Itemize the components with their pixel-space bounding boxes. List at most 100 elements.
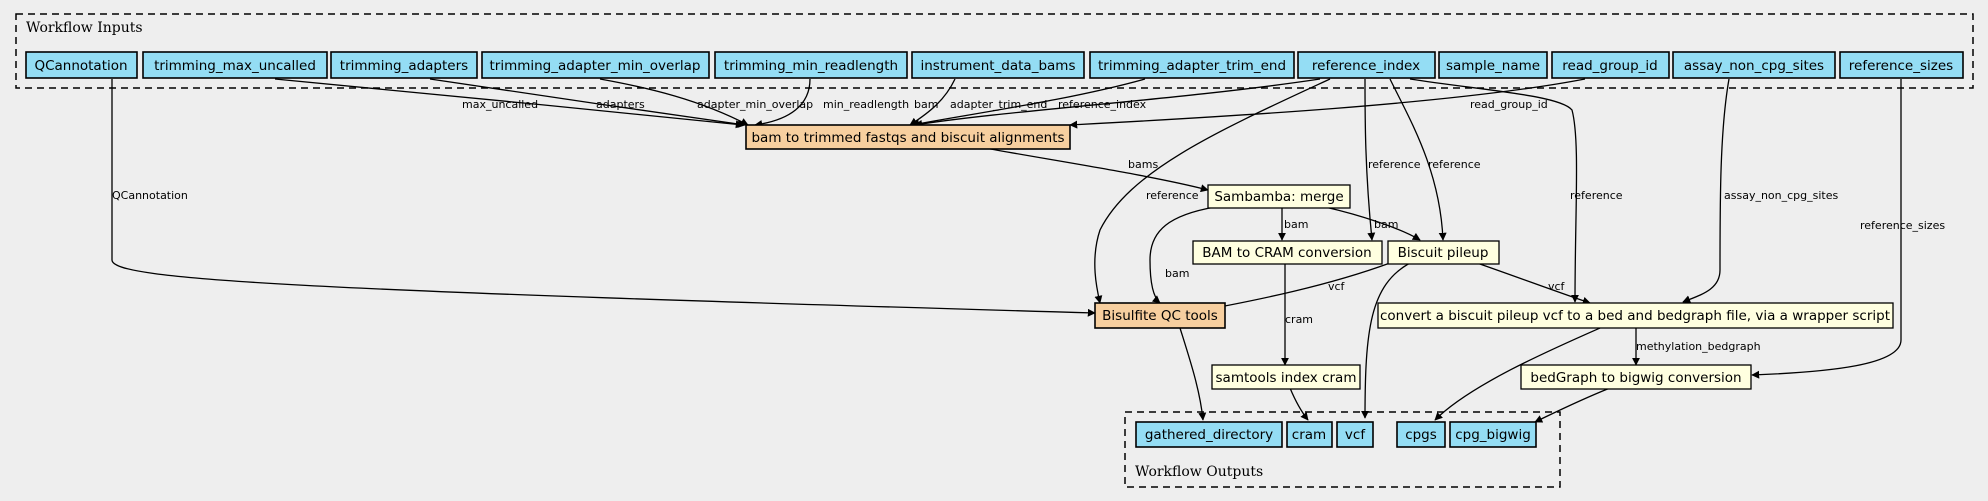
- edge-adapter-min-overlap: [599, 78, 749, 126]
- input-trimming-min-readlength[interactable]: trimming_min_readlength: [714, 51, 908, 79]
- edge-reference-to-pileup: [1389, 78, 1447, 241]
- input-trimming-adapters-label: trimming_adapters: [340, 58, 468, 74]
- step-convert-pileup-to-bed[interactable]: convert a biscuit pileup vcf to a bed an…: [1377, 302, 1894, 329]
- edge-samtools-to-cram-output: [1289, 387, 1309, 421]
- step-bedgraph-to-bigwig[interactable]: bedGraph to bigwig conversion: [1520, 364, 1752, 390]
- output-vcf[interactable]: vcf: [1336, 421, 1374, 448]
- input-read-group-id[interactable]: read_group_id: [1551, 51, 1670, 79]
- step-sambamba-merge-label: Sambamba: merge: [1214, 189, 1343, 205]
- input-trimming-adapters[interactable]: trimming_adapters: [330, 51, 478, 79]
- edge-adapter-trim-end: [911, 78, 1146, 128]
- output-cpgs-label: cpgs: [1405, 427, 1437, 443]
- input-reference-sizes-label: reference_sizes: [1849, 58, 1953, 74]
- step-bam-to-trimmed-fastqs[interactable]: bam to trimmed fastqs and biscuit alignm…: [745, 124, 1071, 150]
- label-adapter-trim-end: adapter_trim_end: [950, 98, 1047, 111]
- edge-bams: [984, 147, 1209, 193]
- step-bisulfite-qc-tools[interactable]: Bisulfite QC tools: [1094, 302, 1226, 329]
- input-sample-name[interactable]: sample_name: [1438, 51, 1548, 79]
- step-samtools-index-cram[interactable]: samtools index cram: [1211, 364, 1361, 390]
- input-trimming-adapter-trim-end[interactable]: trimming_adapter_trim_end: [1089, 51, 1295, 79]
- edge-qc-to-gathered-directory: [1179, 327, 1207, 421]
- label-assay-non-cpg-sites: assay_non_cpg_sites: [1724, 189, 1839, 202]
- input-instrument-data-bams[interactable]: instrument_data_bams: [911, 51, 1085, 79]
- input-sample-name-label: sample_name: [1446, 58, 1540, 74]
- label-reference-cram: reference: [1368, 158, 1421, 171]
- edge-reference-to-convert: [1409, 78, 1580, 303]
- workflow-outputs-title: Workflow Outputs: [1135, 464, 1263, 480]
- label-reference-pileup: reference: [1428, 158, 1481, 171]
- label-bam-input: bam: [914, 98, 938, 111]
- label-adapters: adapters: [596, 98, 645, 111]
- label-bams: bams: [1128, 158, 1158, 171]
- edge-reference-to-qc: [1094, 78, 1331, 304]
- input-qcannotation[interactable]: QCannotation: [25, 51, 138, 79]
- step-biscuit-pileup[interactable]: Biscuit pileup: [1387, 240, 1500, 265]
- edge-reference-to-cram: [1364, 78, 1376, 241]
- input-trimming-max-uncalled-label: trimming_max_uncalled: [154, 58, 316, 74]
- label-reference-convert: reference: [1570, 189, 1623, 202]
- label-bam-cram: bam: [1284, 218, 1308, 231]
- step-convert-pileup-to-bed-label: convert a biscuit pileup vcf to a bed an…: [1380, 308, 1890, 324]
- input-trimming-adapter-min-overlap[interactable]: trimming_adapter_min_overlap: [481, 51, 710, 79]
- input-reference-index[interactable]: reference_index: [1297, 51, 1436, 79]
- edge-read-group-id: [1069, 78, 1586, 129]
- output-cpg-bigwig[interactable]: cpg_bigwig: [1449, 421, 1537, 448]
- workflow-outputs-cluster: Workflow Outputs: [1124, 411, 1561, 488]
- label-reference-sizes: reference_sizes: [1860, 219, 1945, 232]
- label-max-uncalled: max_uncalled: [462, 98, 538, 111]
- edge-qcannotation: [111, 79, 1096, 317]
- output-cpg-bigwig-label: cpg_bigwig: [1455, 427, 1531, 443]
- input-trimming-min-readlength-label: trimming_min_readlength: [724, 58, 898, 74]
- label-read-group-id: read_group_id: [1470, 98, 1548, 111]
- step-bedgraph-to-bigwig-label: bedGraph to bigwig conversion: [1530, 370, 1741, 386]
- workflow-inputs-cluster: Workflow Inputs: [15, 13, 1974, 89]
- output-cram-label: cram: [1292, 427, 1326, 443]
- label-qcannotation: QCannotation: [112, 189, 188, 202]
- output-cram[interactable]: cram: [1286, 421, 1333, 448]
- label-bam-pileup: bam: [1374, 218, 1398, 231]
- label-min-readlength: min_readlength: [823, 98, 909, 111]
- edge-min-readlength: [754, 78, 811, 128]
- label-adapter-min-overlap: adapter_min_overlap: [697, 98, 813, 111]
- label-reference-qc: reference: [1146, 189, 1199, 202]
- input-trimming-adapter-trim-end-label: trimming_adapter_trim_end: [1098, 58, 1286, 74]
- input-assay-non-cpg-sites[interactable]: assay_non_cpg_sites: [1672, 51, 1836, 79]
- step-bam-to-trimmed-fastqs-label: bam to trimmed fastqs and biscuit alignm…: [751, 130, 1064, 146]
- edge-bam-to-qc: [1149, 206, 1216, 304]
- edge-max-uncalled: [274, 78, 744, 129]
- output-cpgs[interactable]: cpgs: [1396, 421, 1446, 448]
- step-sambamba-merge[interactable]: Sambamba: merge: [1207, 184, 1351, 209]
- input-read-group-id-label: read_group_id: [1562, 58, 1657, 74]
- step-bam-to-cram-label: BAM to CRAM conversion: [1202, 245, 1371, 261]
- step-bam-to-cram[interactable]: BAM to CRAM conversion: [1192, 240, 1383, 265]
- edges: [111, 78, 1902, 423]
- edge-vcf-to-convert: [1476, 262, 1591, 305]
- edge-assay-non-cpg-sites: [1682, 78, 1730, 303]
- label-cram: cram: [1285, 313, 1313, 326]
- label-vcf-convert: vcf: [1548, 280, 1566, 293]
- input-reference-sizes[interactable]: reference_sizes: [1839, 51, 1964, 79]
- input-instrument-data-bams-label: instrument_data_bams: [921, 58, 1076, 74]
- label-bam-qc: bam: [1165, 267, 1189, 280]
- edge-bigwig-to-output: [1534, 387, 1611, 423]
- edge-bam-to-pileup: [1324, 206, 1421, 241]
- workflow-inputs-title: Workflow Inputs: [26, 20, 143, 36]
- edge-adapters: [429, 78, 746, 128]
- label-vcf-qc: vcf: [1328, 280, 1346, 293]
- edge-reference-index-to-trim: [914, 78, 1321, 128]
- input-trimming-max-uncalled[interactable]: trimming_max_uncalled: [142, 51, 328, 79]
- output-vcf-label: vcf: [1345, 427, 1366, 443]
- edge-vcf-to-output: [1361, 262, 1411, 419]
- step-biscuit-pileup-label: Biscuit pileup: [1398, 245, 1489, 261]
- input-trimming-adapter-min-overlap-label: trimming_adapter_min_overlap: [489, 58, 700, 74]
- edge-reference-sizes: [1751, 79, 1902, 379]
- edge-convert-to-cpgs: [1434, 327, 1601, 421]
- label-methylation-bedgraph: methylation_bedgraph: [1636, 340, 1761, 353]
- output-gathered-directory[interactable]: gathered_directory: [1135, 421, 1283, 448]
- input-assay-non-cpg-sites-label: assay_non_cpg_sites: [1684, 58, 1824, 74]
- step-bisulfite-qc-tools-label: Bisulfite QC tools: [1102, 308, 1218, 324]
- label-reference-index: reference_index: [1058, 98, 1147, 111]
- input-reference-index-label: reference_index: [1312, 58, 1420, 74]
